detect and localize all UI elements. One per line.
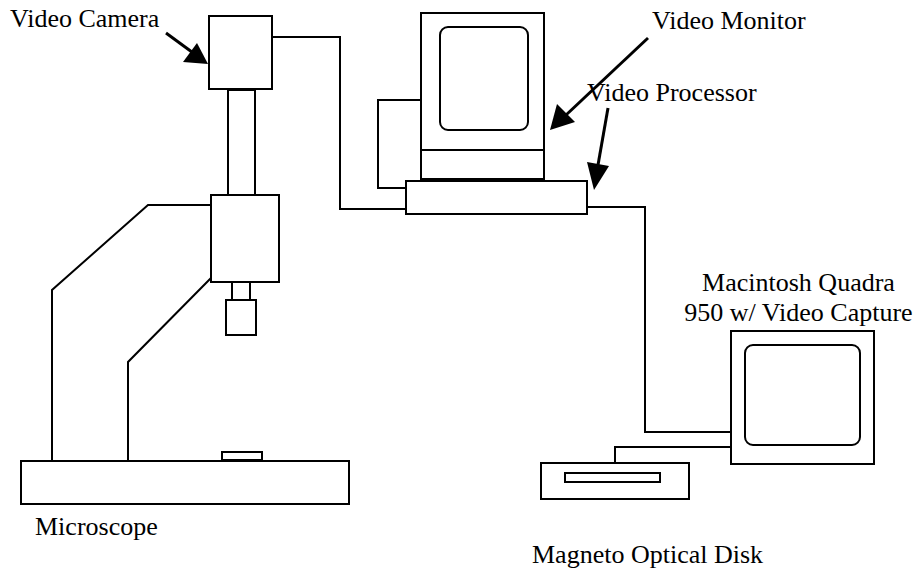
device-label: Microscope	[35, 512, 158, 542]
microscope-arm	[52, 205, 211, 460]
device-label: Magneto Optical Disk	[532, 540, 763, 570]
objective	[232, 282, 250, 300]
device-label: Macintosh Quadra 950 w/ Video Capture	[681, 268, 916, 328]
cable	[615, 447, 730, 462]
computer: Macintosh Quadra 950 w/ Video Capture	[730, 330, 875, 465]
camera-tube	[228, 90, 255, 195]
optical-disk: Magneto Optical Disk	[540, 462, 690, 500]
microscope-arm	[128, 278, 211, 460]
stage-plate	[222, 452, 262, 460]
cable	[273, 37, 405, 209]
video-camera: Video Camera	[208, 15, 273, 90]
microscope-head	[211, 195, 279, 282]
arrow-head	[587, 162, 609, 190]
microscope-base: Microscope	[20, 460, 350, 505]
video-processor: Video Processor	[405, 180, 588, 215]
disk-slot	[565, 473, 660, 482]
monitor-base	[420, 149, 545, 151]
device-label: Video Processor	[587, 78, 757, 108]
cable	[378, 100, 420, 188]
device-label: Video Camera	[10, 4, 159, 34]
monitor-screen	[440, 27, 528, 130]
leader-line	[598, 108, 608, 165]
video-monitor: Video Monitor	[420, 12, 545, 180]
mac-screen	[745, 345, 860, 445]
arrow-head	[550, 104, 575, 130]
objective	[226, 300, 256, 335]
device-label: Video Monitor	[652, 6, 806, 36]
arrow-head	[183, 43, 208, 64]
